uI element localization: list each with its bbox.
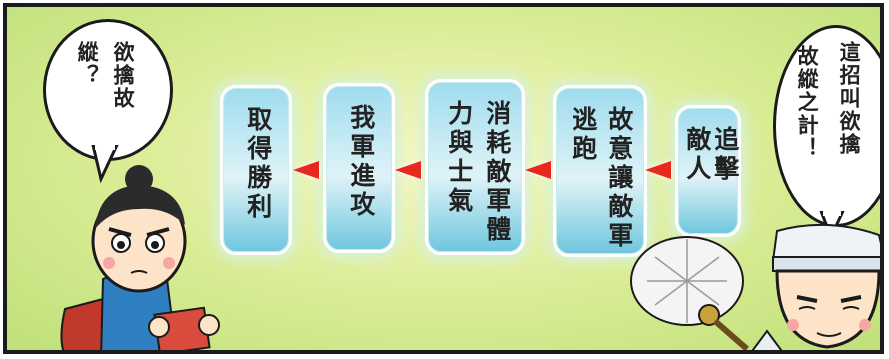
flow-arrow-left bbox=[645, 161, 671, 179]
left-bubble-tail bbox=[91, 145, 119, 184]
flow-arrow-left bbox=[525, 161, 551, 179]
flow-arrow-left bbox=[293, 161, 319, 179]
strategist-character-illustration bbox=[630, 223, 880, 350]
flow-step-text: 取得勝利 bbox=[243, 106, 273, 222]
boy-character-illustration bbox=[60, 165, 220, 350]
flow-arrow-left bbox=[395, 161, 421, 179]
left-speech-bubble bbox=[43, 19, 173, 161]
flow-step-text: 力與士氣 bbox=[444, 100, 474, 216]
flow-step-drain-enemy: 消耗敵軍體 力與士氣 bbox=[425, 79, 525, 255]
flow-step-let-enemy-flee: 故意讓敵軍 逃跑 bbox=[553, 85, 647, 257]
flow-step-text: 我軍進攻 bbox=[346, 104, 376, 220]
right-bubble-line-2: 故縱之計！ bbox=[795, 45, 820, 160]
comic-panel: 欲擒故 縱？ 這招叫欲擒 故縱之計！ 追擊 敵人 故意讓敵軍 逃跑 消耗敵軍體 … bbox=[3, 3, 884, 354]
flow-step-text: 追擊 bbox=[710, 126, 740, 184]
feather-fan-icon bbox=[630, 236, 749, 350]
flow-step-text: 逃跑 bbox=[568, 106, 598, 164]
left-bubble-line-1: 欲擒故 bbox=[111, 41, 136, 110]
flow-step-text: 故意讓敵軍 bbox=[604, 106, 634, 251]
right-bubble-line-1: 這招叫欲擒 bbox=[837, 41, 862, 156]
flow-step-text: 消耗敵軍體 bbox=[482, 100, 512, 245]
flow-step-chase-enemy: 追擊 敵人 bbox=[675, 105, 741, 237]
flow-step-text: 敵人 bbox=[682, 126, 712, 184]
left-bubble-line-2: 縱？ bbox=[75, 41, 100, 87]
flow-step-win: 取得勝利 bbox=[220, 85, 292, 255]
right-speech-bubble bbox=[773, 25, 880, 227]
flow-step-our-army-attacks: 我軍進攻 bbox=[323, 83, 395, 253]
